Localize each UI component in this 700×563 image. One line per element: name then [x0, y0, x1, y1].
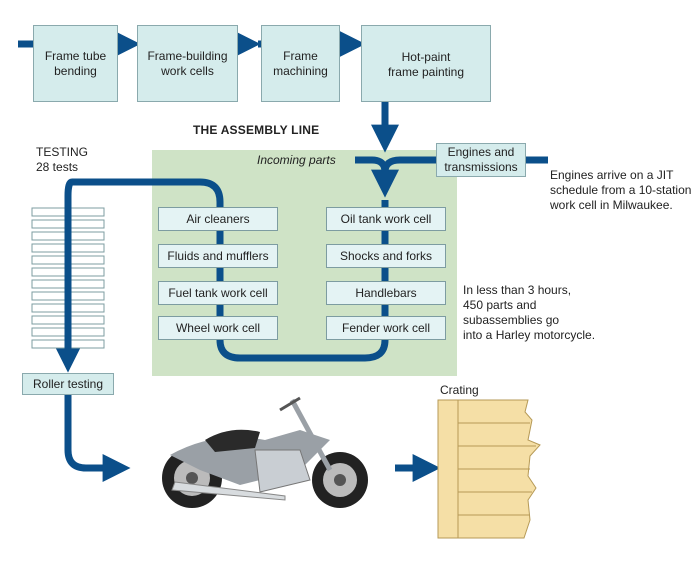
motorcycle-image — [162, 396, 368, 508]
cell-fuel-tank: Fuel tank work cell — [158, 281, 278, 305]
cell-air-cleaners: Air cleaners — [158, 207, 278, 231]
incoming-parts-label: Incoming parts — [257, 153, 336, 167]
assembly-title: THE ASSEMBLY LINE — [193, 123, 320, 137]
engines-box: Engines and transmissions — [436, 143, 526, 177]
crating-label: Crating — [440, 383, 479, 397]
assembly-loop-flow — [54, 178, 441, 482]
step-hot-paint: Hot-paint frame painting — [361, 25, 491, 102]
testing-label: TESTING 28 tests — [36, 145, 89, 174]
step-frame-building: Frame-building work cells — [137, 25, 238, 102]
engines-note: Engines arrive on a JIT schedule from a … — [550, 168, 692, 212]
cell-wheel: Wheel work cell — [158, 316, 278, 340]
cell-oil-tank: Oil tank work cell — [326, 207, 446, 231]
incoming-parts-flow — [355, 156, 548, 198]
step-frame-machining: Frame machining — [261, 25, 340, 102]
crate-icon — [437, 399, 541, 539]
step-frame-tube-bending: Frame tube bending — [33, 25, 118, 102]
assembly-note: In less than 3 hours, 450 parts and suba… — [463, 283, 596, 342]
cell-fender: Fender work cell — [326, 316, 446, 340]
cell-shocks-forks: Shocks and forks — [326, 244, 446, 268]
roller-testing-box: Roller testing — [22, 373, 114, 395]
cell-handlebars: Handlebars — [326, 281, 446, 305]
cell-fluids-mufflers: Fluids and mufflers — [158, 244, 278, 268]
